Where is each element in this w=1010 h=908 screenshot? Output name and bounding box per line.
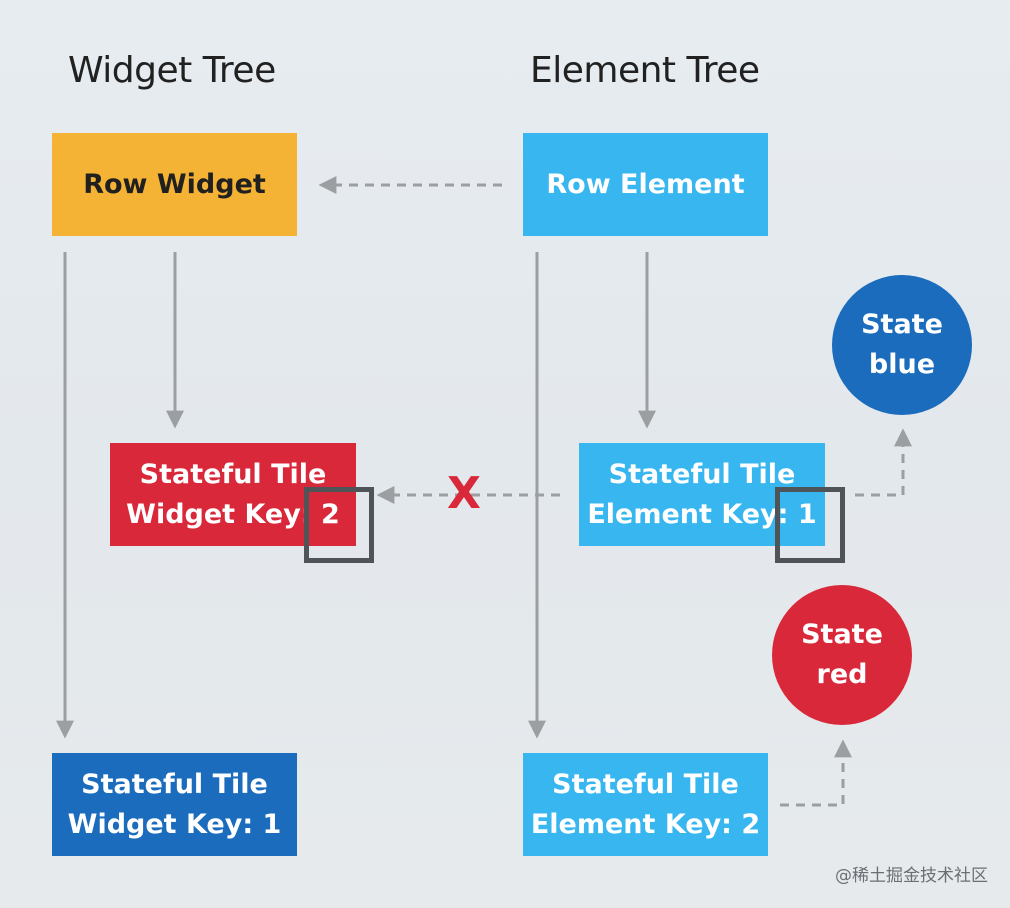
mismatch-x-mark: X: [447, 468, 481, 519]
state-red-circle: State red: [772, 585, 912, 725]
dashed-element-key2-to-state-red: [780, 739, 852, 807]
state-blue-circle: State blue: [832, 275, 972, 415]
dashed-element-key1-to-state-blue: [855, 428, 912, 497]
element-key-highlight: [775, 487, 845, 563]
watermark: @稀土掘金技术社区: [835, 866, 988, 886]
row-element-box: Row Element: [523, 133, 768, 236]
element-tree-title: Element Tree: [530, 50, 760, 91]
stateful-tile-element-key1-box: Stateful Tile Element Key: 1: [579, 443, 825, 546]
widget-tree-title: Widget Tree: [68, 50, 276, 91]
widget-key-highlight: [304, 487, 374, 563]
row-widget-box: Row Widget: [52, 133, 297, 236]
stateful-tile-widget-key2-box: Stateful Tile Widget Key: 2: [110, 443, 356, 546]
stateful-tile-element-key2-box: Stateful Tile Element Key: 2: [523, 753, 768, 856]
stateful-tile-widget-key1-box: Stateful Tile Widget Key: 1: [52, 753, 297, 856]
